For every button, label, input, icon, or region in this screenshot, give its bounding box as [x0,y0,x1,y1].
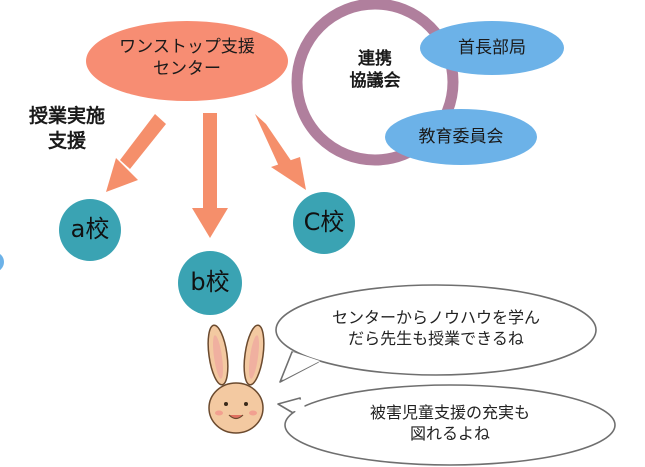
center-line1: ワンストップ支援 [119,37,255,57]
education-board-label: 教育委員会 [418,127,504,147]
center-line2: センター [153,59,221,80]
class-support-line2: 支援 [47,129,86,152]
speech1-line2: だら先生も授業できるね [348,328,524,348]
speech1-text: センターからノウハウを学ん だら先生も授業できるね [296,308,576,350]
council-label: 連携 協議会 [335,48,415,92]
center-node [86,21,288,101]
school-b-label: b校 [190,268,230,296]
school-a-label: a校 [70,215,110,243]
education-board-node [385,109,537,165]
arrow-to-b [192,113,228,238]
speech2-line1: 被害児童支援の充実も [369,403,530,422]
school-a-node [59,199,121,261]
speech-bubble-1 [275,284,597,383]
speech1-line1: センターからノウハウを学ん [331,308,540,327]
class-support-line1: 授業実施 [28,105,105,127]
edge-partial-circle [0,254,4,270]
school-b-node [178,251,242,315]
arrow-to-c [255,114,306,190]
school-c-label: C校 [303,208,345,236]
council-ring [291,0,459,166]
school-c-node [293,192,355,254]
speech-bubble-2 [277,384,616,466]
class-support-label: 授業実施 支援 [14,104,120,153]
council-line2: 協議会 [349,71,401,92]
mayor-office-label: 首長部局 [458,38,526,58]
mayor-office-node [420,21,564,75]
center-label: ワンストップ支援 センター [96,36,278,80]
arrow-to-a [106,114,166,192]
speech2-line2: 図れるよね [409,423,490,443]
council-line1: 連携 [358,49,392,69]
rabbit-character [207,324,265,434]
speech2-text: 被害児童支援の充実も 図れるよね [340,403,560,445]
